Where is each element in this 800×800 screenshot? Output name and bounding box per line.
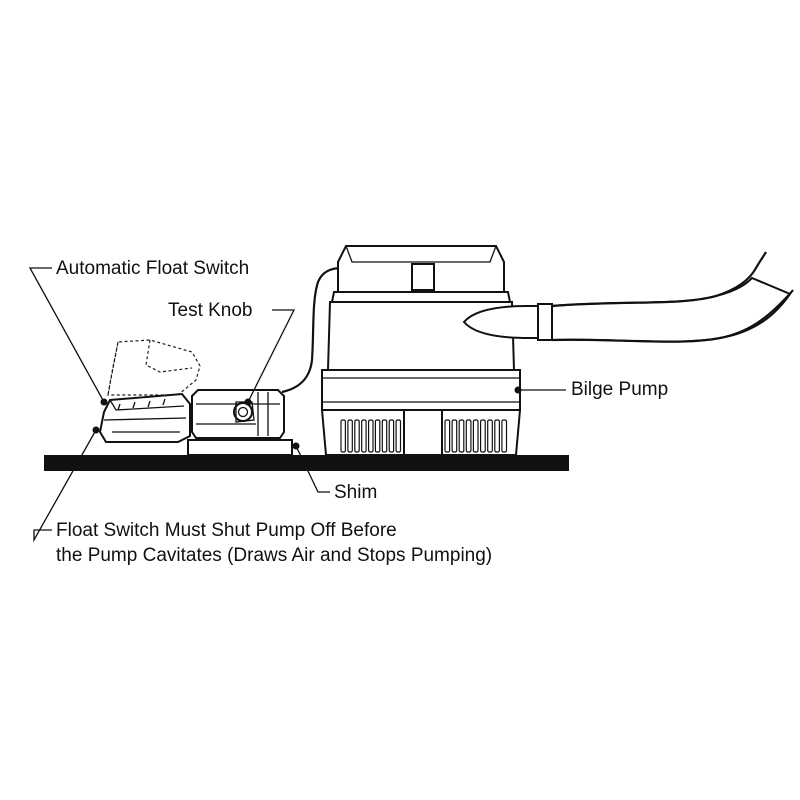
float-raised-outline <box>107 339 201 396</box>
pump-vents-right <box>444 419 508 453</box>
vent-slot <box>451 419 458 453</box>
vent-slot <box>354 419 360 453</box>
pump-outlet <box>462 303 553 341</box>
label-test-knob: Test Knob <box>168 300 253 321</box>
note-line-1: Float Switch Must Shut Pump Off Before <box>56 520 397 541</box>
discharge-hose <box>551 251 794 343</box>
vent-slot <box>395 419 402 453</box>
pump-vents-left <box>340 419 402 453</box>
vent-slot <box>487 419 493 453</box>
vent-slot <box>388 419 395 453</box>
vent-slot <box>381 419 388 453</box>
label-automatic-float-switch: Automatic Float Switch <box>56 258 250 279</box>
shim <box>187 439 293 456</box>
vent-slot <box>494 419 500 453</box>
note-line-2: the Pump Cavitates (Draws Air and Stops … <box>56 545 493 566</box>
label-bilge-pump: Bilge Pump <box>571 379 669 400</box>
vent-slot <box>472 419 479 453</box>
vent-slot <box>501 419 508 453</box>
vent-slot <box>458 419 465 453</box>
vent-slot <box>340 419 347 453</box>
power-cable <box>281 266 343 394</box>
vent-slot <box>361 419 367 453</box>
float-switch <box>98 392 191 443</box>
vent-slot <box>465 419 472 453</box>
deck-bar <box>44 455 569 471</box>
label-shim: Shim <box>334 482 378 503</box>
vent-slot <box>347 419 353 453</box>
vent-slot <box>444 419 451 453</box>
leader-lines <box>28 267 566 543</box>
vent-slot <box>368 419 374 453</box>
vent-slot <box>480 419 486 453</box>
vent-slot <box>374 419 381 453</box>
